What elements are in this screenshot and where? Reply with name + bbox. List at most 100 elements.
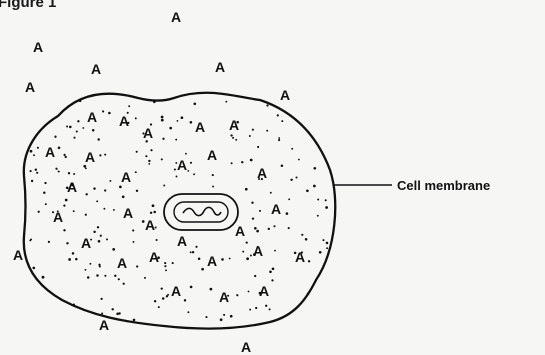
cytoplasm-dot <box>313 167 316 170</box>
cytoplasm-dot <box>306 189 309 192</box>
cytoplasm-dot <box>93 187 95 189</box>
cytoplasm-dot <box>161 116 164 119</box>
cytoplasm-dot <box>190 162 192 164</box>
cytoplasm-dot <box>112 248 115 251</box>
inside-molecule-a: A <box>87 109 97 125</box>
outside-molecule-a: A <box>91 61 101 77</box>
cytoplasm-dot <box>104 275 106 277</box>
cytoplasm-dot <box>132 229 134 231</box>
cytoplasm-dot <box>221 258 224 261</box>
cytoplasm-dot <box>256 230 259 233</box>
cytoplasm-dot <box>325 206 328 209</box>
cytoplasm-dot <box>236 294 238 296</box>
cytoplasm-dot <box>293 118 295 120</box>
cytoplasm-dot <box>257 146 259 148</box>
cytoplasm-dot <box>148 163 150 165</box>
cytoplasm-dot <box>195 246 197 248</box>
cytoplasm-dot <box>37 147 39 149</box>
cytoplasm-dot <box>30 170 32 172</box>
cytoplasm-dot <box>164 265 166 267</box>
cytoplasm-dot <box>73 137 75 139</box>
cytoplasm-dot <box>135 171 137 173</box>
cytoplasm-dot <box>326 247 328 249</box>
cytoplasm-dot <box>251 202 253 204</box>
cytoplasm-dot <box>246 257 249 260</box>
inside-molecule-a: A <box>117 255 127 271</box>
cytoplasm-dot <box>136 151 138 153</box>
inside-molecule-a: A <box>81 235 91 251</box>
cytoplasm-dot <box>223 314 225 316</box>
cytoplasm-dot <box>145 155 147 157</box>
cytoplasm-dot <box>229 258 231 260</box>
cytoplasm-dot <box>290 179 292 181</box>
cytoplasm-dot <box>100 298 102 300</box>
cytoplasm-dot <box>176 176 178 178</box>
cytoplasm-dot <box>144 277 146 279</box>
cytoplasm-dot <box>108 112 111 115</box>
cytoplasm-dot <box>150 149 152 151</box>
cytoplasm-dot <box>190 121 193 124</box>
membrane-label: Cell membrane <box>397 178 490 193</box>
cytoplasm-dot <box>63 204 65 206</box>
cytoplasm-dot <box>44 182 46 184</box>
cytoplasm-dot <box>305 238 308 241</box>
cytoplasm-dot <box>85 214 87 216</box>
cytoplasm-dot <box>281 120 283 122</box>
cytoplasm-dot <box>220 318 223 321</box>
nucleus-inner-membrane <box>174 202 228 222</box>
cytoplasm-dot <box>68 258 71 261</box>
cytoplasm-dot <box>278 137 280 139</box>
cytoplasm-dot <box>242 251 244 253</box>
cytoplasm-dot <box>156 239 158 241</box>
cytoplasm-dot <box>154 300 156 302</box>
cytoplasm-dot <box>35 168 37 170</box>
cytoplasm-dot <box>181 116 184 119</box>
cytoplasm-dot <box>68 172 70 174</box>
inside-molecule-a: A <box>207 147 217 163</box>
cytoplasm-dot <box>193 173 195 175</box>
cytoplasm-dot <box>201 268 204 271</box>
cytoplasm-dot <box>109 180 111 182</box>
cytoplasm-dot <box>73 210 75 212</box>
cytoplasm-dot <box>83 165 86 168</box>
cytoplasm-dot <box>205 316 207 318</box>
outside-molecule-a: A <box>33 39 43 55</box>
cytoplasm-dot <box>185 153 187 155</box>
inside-molecule-a: A <box>177 233 187 249</box>
cytoplasm-dot <box>266 104 268 106</box>
cytoplasm-dot <box>100 235 102 237</box>
cytoplasm-dot <box>66 126 68 128</box>
cytoplasm-dot <box>325 199 327 201</box>
cytoplasm-dot <box>118 278 120 280</box>
cytoplasm-dot <box>58 147 61 150</box>
cytoplasm-dot <box>101 312 103 314</box>
cytoplasm-dot <box>89 263 91 265</box>
cytoplasm-dot <box>153 101 156 104</box>
cytoplasm-dot <box>133 319 136 322</box>
cytoplasm-dot <box>232 137 234 139</box>
cytoplasm-dot <box>295 176 297 178</box>
cytoplasm-dot <box>42 276 45 279</box>
inside-molecule-a: A <box>207 253 217 269</box>
inside-molecule-a: A <box>295 249 305 265</box>
cytoplasm-dot <box>45 203 47 205</box>
cytoplasm-dot <box>99 154 101 156</box>
cytoplasm-dot <box>165 269 167 271</box>
cytoplasm-dot <box>153 211 156 214</box>
inside-molecule-a: A <box>119 113 129 129</box>
cytoplasm-dot <box>123 283 125 285</box>
cytoplasm-dot <box>175 139 177 141</box>
cytoplasm-dot <box>281 165 284 168</box>
inside-molecule-a: A <box>235 223 245 239</box>
inside-molecule-a: A <box>145 217 155 233</box>
outside-molecule-a: A <box>13 247 23 263</box>
cytoplasm-dot <box>274 250 276 252</box>
cytoplasm-dot <box>30 150 33 153</box>
cytoplasm-dot <box>113 209 115 211</box>
cytoplasm-dot <box>172 262 174 264</box>
inside-molecule-a: A <box>143 125 153 141</box>
inside-molecule-a: A <box>257 165 267 181</box>
cytoplasm-dot <box>77 120 79 122</box>
cytoplasm-dot <box>187 311 189 313</box>
